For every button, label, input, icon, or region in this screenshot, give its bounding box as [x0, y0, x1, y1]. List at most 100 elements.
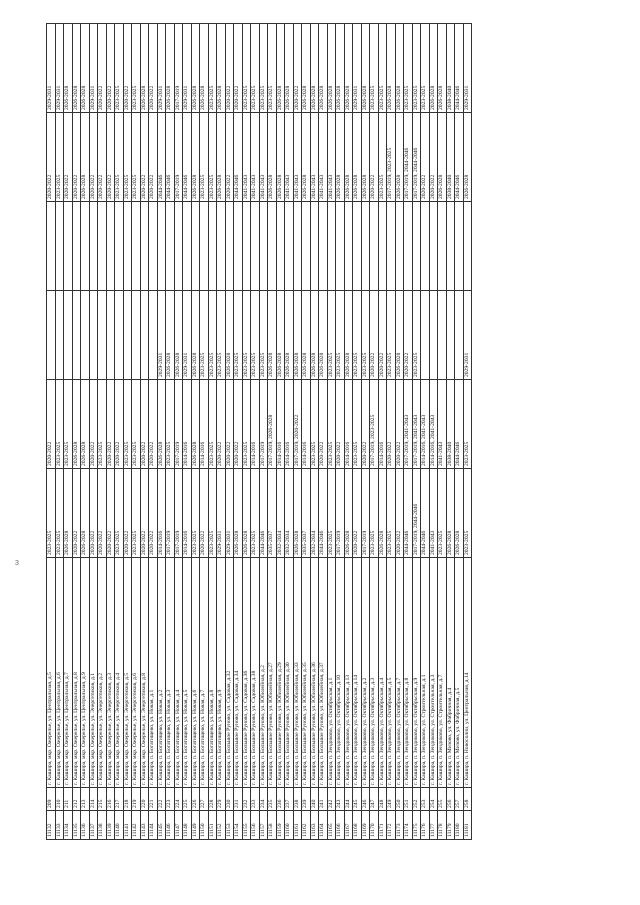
period-cell	[182, 201, 191, 291]
period-cell: 2026-2028	[63, 23, 72, 113]
row-code-cell: 11154	[233, 810, 242, 840]
period-cell: 2017-2019, 2023-2025	[386, 112, 395, 202]
period-cell: 2020-2022	[233, 379, 242, 469]
period-cell: 2017-2019	[174, 379, 183, 469]
address-cell: г. Кашира, п. Большое Руново, ул. Юбилей…	[276, 557, 285, 788]
period-cell	[89, 290, 98, 380]
row-number-cell: 255	[437, 787, 446, 811]
period-cell	[378, 201, 387, 291]
row-code-cell: 11166	[335, 810, 344, 840]
period-cell: 2023-2025	[208, 379, 217, 469]
address-cell: г. Кашира, п. Зендиково, ул. Октябрьская…	[412, 557, 421, 788]
period-cell: 2029-2031	[225, 468, 234, 558]
period-cell: 2017-2019, 2026-2028	[267, 379, 276, 469]
period-cell: 2026-2028	[395, 112, 404, 202]
period-cell: 2026-2028	[301, 23, 310, 113]
row-number-cell: 233	[250, 787, 259, 811]
period-cell: 2023-2025	[250, 468, 259, 558]
period-cell	[72, 290, 81, 380]
row-code-cell: 11160	[284, 810, 293, 840]
row-number-cell: 232	[242, 787, 251, 811]
period-cell: 2044-2046	[182, 112, 191, 202]
period-cell: 2026-2028	[191, 290, 200, 380]
address-cell: г. Кашира, п. Богатищево, ул. Новая, д.3	[165, 557, 174, 788]
period-cell: 2023-2025	[386, 290, 395, 380]
period-cell: 2020-2022	[97, 468, 106, 558]
period-cell: 2023-2025	[335, 290, 344, 380]
row-number-cell: 213	[80, 787, 89, 811]
period-cell: 2026-2028	[301, 290, 310, 380]
period-cell: 2020-2022	[335, 379, 344, 469]
row-number-cell: 249	[386, 787, 395, 811]
row-number-cell: 244	[344, 787, 353, 811]
period-cell: 2023-2025	[420, 23, 429, 113]
row-number-cell: 223	[165, 787, 174, 811]
row-number-cell: 236	[276, 787, 285, 811]
period-cell: 2020-2022	[403, 290, 412, 380]
period-cell: 2026-2028	[463, 112, 472, 202]
address-cell: г. Кашира, мкр. Ожерелье, ул. Энергетико…	[123, 557, 132, 788]
row-code-cell: 11172	[386, 810, 395, 840]
period-cell	[344, 201, 353, 291]
period-cell	[420, 201, 429, 291]
address-cell: г. Кашира, п. Богатищево, ул. Новая, д.4	[174, 557, 183, 788]
period-cell	[301, 201, 310, 291]
period-cell: 2035-2037	[267, 468, 276, 558]
period-cell: 2017-2019, 2041-2043	[403, 379, 412, 469]
period-cell: 2023-2025	[412, 23, 421, 113]
period-cell: 2020-2022	[148, 112, 157, 202]
row-number-cell: 235	[267, 787, 276, 811]
row-number-cell: 214	[89, 787, 98, 811]
row-code-cell: 11162	[301, 810, 310, 840]
period-cell: 2023-2025	[378, 112, 387, 202]
address-cell: г. Кашира, п. Новосолни, ул. Центральная…	[463, 557, 472, 788]
period-cell	[216, 201, 225, 291]
row-number-cell: 246	[361, 787, 370, 811]
address-cell: г. Кашира, п. Зендиково, ул. Октябрьская…	[403, 557, 412, 788]
period-cell: 2026-2028	[284, 23, 293, 113]
period-cell	[55, 290, 64, 380]
address-cell: г. Кашира, п. Большое Руново, ул. Садова…	[233, 557, 242, 788]
period-cell: 2044-2046	[318, 468, 327, 558]
period-cell: 2044-2046	[420, 468, 429, 558]
period-cell	[225, 201, 234, 291]
period-cell: 2020-2022	[97, 23, 106, 113]
period-cell: 2026-2028	[361, 112, 370, 202]
address-cell: г. Кашира, п. Большое Руново, ул. Юбилей…	[284, 557, 293, 788]
period-cell: 2026-2028	[80, 468, 89, 558]
period-cell: 2026-2028	[80, 23, 89, 113]
row-number-cell: 222	[157, 787, 166, 811]
period-cell: 2020-2022	[429, 112, 438, 202]
address-cell: г. Кашира, п. Большое Руново, ул. Юбилей…	[259, 557, 268, 788]
period-cell: 2017-2019, 2044-2046	[403, 112, 412, 202]
period-cell	[420, 290, 429, 380]
period-cell: 2026-2028	[267, 290, 276, 380]
address-cell: г. Кашира, мкр. Ожерелье, ул. Центральна…	[80, 557, 89, 788]
address-cell: г. Кашира, п. Богатищево, ул. Новая, д.1	[148, 557, 157, 788]
period-cell: 2020-2022	[369, 290, 378, 380]
period-cell: 2017-2019	[335, 468, 344, 558]
period-cell: 2023-2025	[403, 23, 412, 113]
period-cell: 2044-2046	[454, 112, 463, 202]
row-code-cell: 11164	[318, 810, 327, 840]
period-cell: 2023-2025	[352, 290, 361, 380]
row-code-cell: 11147	[174, 810, 183, 840]
period-cell: 2026-2028	[80, 112, 89, 202]
row-code-cell: 11157	[259, 810, 268, 840]
row-number-cell: 229	[216, 787, 225, 811]
period-cell: 2026-2028	[242, 468, 251, 558]
period-cell: 2032-2034	[284, 468, 293, 558]
row-code-cell: 11173	[395, 810, 404, 840]
row-number-cell: 216	[106, 787, 115, 811]
period-cell: 2023-2025	[412, 290, 421, 380]
period-cell	[131, 201, 140, 291]
row-code-cell: 11135	[72, 810, 81, 840]
